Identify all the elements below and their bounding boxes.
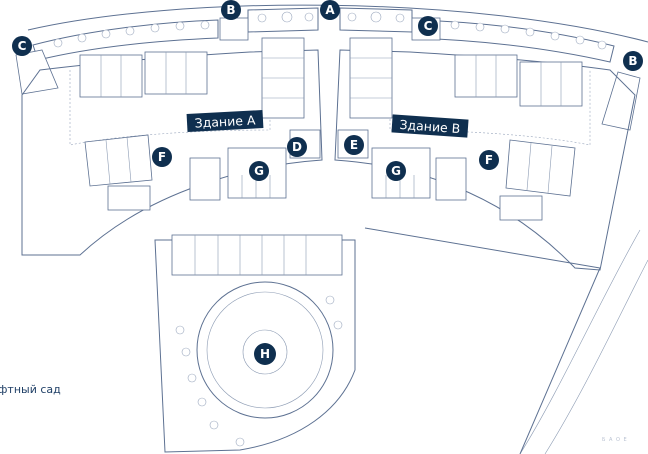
svg-text:Здание А: Здание А bbox=[194, 112, 256, 130]
building-b-rooms-lower bbox=[337, 129, 576, 221]
building-b-rooms-upper bbox=[349, 37, 583, 119]
building-b-label: Здание В bbox=[391, 114, 469, 138]
svg-text:F: F bbox=[158, 150, 166, 164]
site-right-road-edge bbox=[544, 259, 648, 454]
rotunda-outer bbox=[196, 281, 334, 419]
central-building-outline bbox=[154, 239, 356, 453]
tree-row-right bbox=[347, 11, 607, 50]
marker-a[interactable]: A bbox=[320, 0, 340, 20]
svg-text:H: H bbox=[260, 347, 270, 361]
svg-text:D: D bbox=[292, 140, 302, 154]
marker-b-right[interactable]: B bbox=[623, 51, 643, 71]
building-a-label: Здание А bbox=[186, 110, 264, 132]
marker-h[interactable]: H bbox=[254, 343, 276, 365]
marker-b-left[interactable]: B bbox=[221, 0, 241, 20]
tree-row-central bbox=[175, 295, 343, 447]
svg-text:C: C bbox=[424, 19, 433, 33]
svg-text:G: G bbox=[391, 164, 401, 178]
svg-text:E: E bbox=[350, 138, 358, 152]
marker-e[interactable]: E bbox=[344, 135, 364, 155]
svg-text:F: F bbox=[485, 153, 493, 167]
garden-strip-right bbox=[414, 19, 615, 63]
svg-text:B: B bbox=[226, 3, 235, 17]
rotunda-ring bbox=[206, 291, 324, 409]
building-a-rooms-lower bbox=[84, 129, 321, 211]
marker-d[interactable]: D bbox=[287, 137, 307, 157]
svg-text:C: C bbox=[18, 39, 27, 53]
marker-f-right[interactable]: F bbox=[479, 150, 499, 170]
garden-caption: фтный сад bbox=[0, 383, 61, 396]
block-b-left bbox=[219, 17, 249, 41]
svg-text:G: G bbox=[254, 164, 264, 178]
corner-mark: Б А О Е bbox=[602, 437, 628, 443]
marker-c-left[interactable]: C bbox=[12, 36, 32, 56]
corner-block-left bbox=[15, 49, 59, 95]
tree-row-left bbox=[53, 11, 314, 48]
marker-c-right[interactable]: C bbox=[418, 16, 438, 36]
svg-text:A: A bbox=[325, 3, 335, 17]
building-a-dashed-zone bbox=[69, 55, 271, 146]
site-right-road bbox=[519, 229, 641, 454]
svg-text:Здание В: Здание В bbox=[399, 117, 461, 136]
marker-g-left[interactable]: G bbox=[249, 161, 269, 181]
central-top-rooms bbox=[171, 234, 343, 276]
svg-text:B: B bbox=[628, 54, 637, 68]
building-a-rooms-upper bbox=[79, 37, 305, 119]
right-lower-plot bbox=[364, 227, 601, 454]
marker-f-left[interactable]: F bbox=[152, 147, 172, 167]
rotunda-core bbox=[242, 329, 288, 375]
marker-g-right[interactable]: G bbox=[386, 161, 406, 181]
